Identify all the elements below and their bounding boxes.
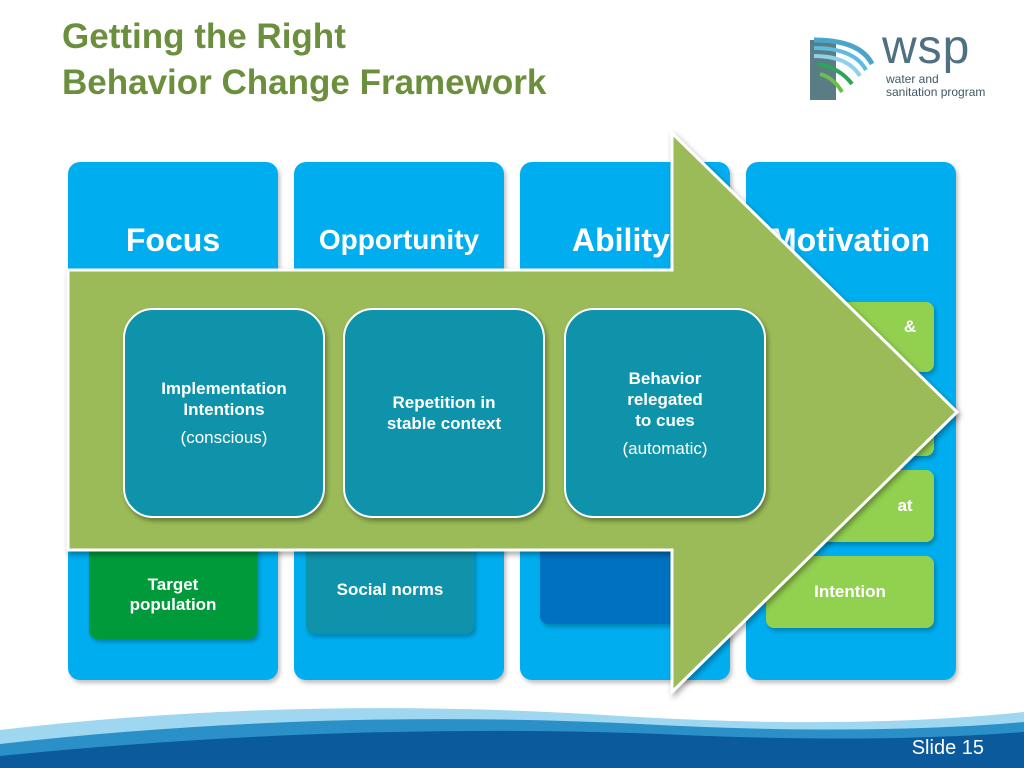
title-line-2: Behavior Change Framework xyxy=(62,63,547,102)
focus-box-line-1: Target xyxy=(147,575,199,594)
opportunity-box: Social norms xyxy=(306,540,474,634)
oval-1-line-2: Intentions xyxy=(183,400,265,419)
motivation-box-4-text: Intention xyxy=(814,582,886,601)
opportunity-box-text: Social norms xyxy=(336,580,444,599)
slide-number: Slide 15 xyxy=(911,737,984,759)
oval-behavior-relegated: Behavior relegated to cues (automatic) xyxy=(564,308,766,518)
oval-1-note: (conscious) xyxy=(180,428,268,447)
logo-sub-line-2: sanitation program xyxy=(886,85,986,99)
motivation-box-3-text: at xyxy=(897,496,913,515)
oval-3-line-2: relegated xyxy=(627,389,703,409)
logo-subtitle: water and sanitation program xyxy=(886,73,985,99)
column-header-ability: Ability xyxy=(572,222,670,258)
wave-lines-icon xyxy=(810,37,875,100)
title-line-1: Getting the Right xyxy=(62,17,346,56)
oval-implementation-intentions: Implementation Intentions (conscious) xyxy=(123,308,325,518)
logo-word: wsp xyxy=(882,21,971,74)
oval-3-note: (automatic) xyxy=(622,438,708,458)
column-header-opportunity: Opportunity xyxy=(318,224,480,255)
oval-2-line-2: stable context xyxy=(386,414,502,433)
focus-box-line-2: population xyxy=(129,595,217,614)
oval-3-line-1: Behavior xyxy=(628,368,702,388)
wsp-logo: wsp water and sanitation program xyxy=(810,21,1010,105)
focus-box: Target population xyxy=(89,535,257,639)
column-header-focus: Focus xyxy=(125,222,221,258)
oval-2-line-1: Repetition in xyxy=(392,393,496,412)
column-header-motivation: Motivation xyxy=(770,222,930,258)
oval-3-line-3: to cues xyxy=(635,410,695,430)
oval-1-line-1: Implementation xyxy=(161,379,287,398)
oval-repetition: Repetition in stable context xyxy=(343,308,545,518)
logo-sub-line-1: water and xyxy=(886,72,939,86)
footer-wave xyxy=(0,708,1024,768)
slide-title: Getting the Right Behavior Change Framew… xyxy=(62,14,546,106)
motivation-box-1-text: & xyxy=(903,317,917,336)
